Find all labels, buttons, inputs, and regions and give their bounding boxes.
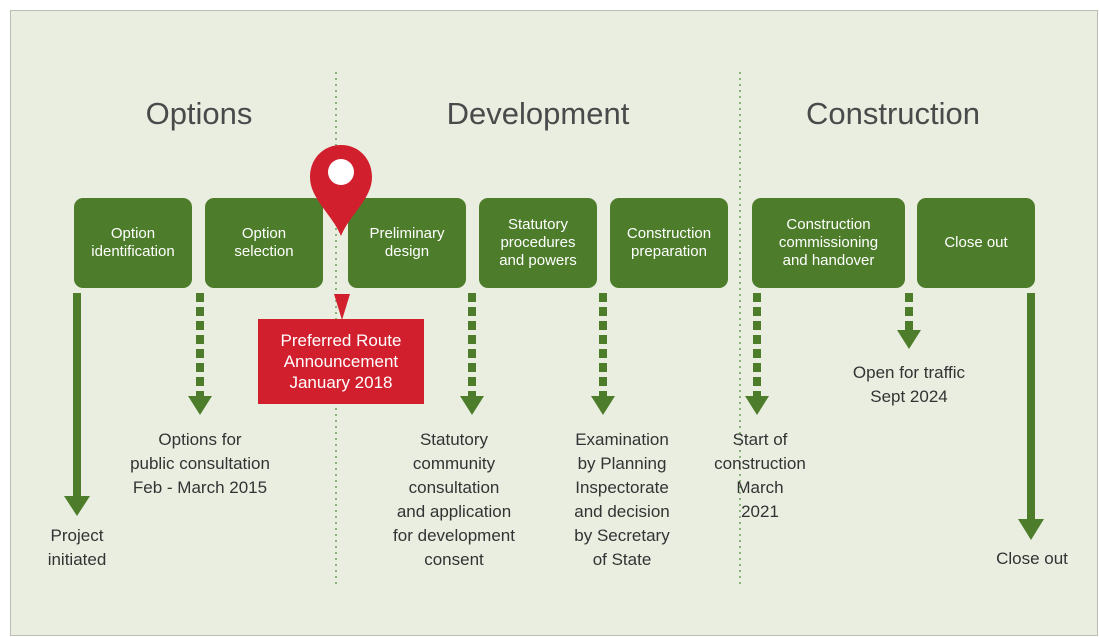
box-preliminary-design: Preliminary design bbox=[348, 198, 466, 288]
box-statutory-procedures-label: Statutory procedures and powers bbox=[499, 216, 577, 269]
milestone-preferred-route: Preferred Route Announcement January 201… bbox=[258, 319, 424, 404]
box-option-selection: Option selection bbox=[205, 198, 323, 288]
label-start-construction: Start of construction March 2021 bbox=[714, 430, 806, 521]
timeline-diagram bbox=[10, 10, 1098, 636]
box-construction-preparation: Construction preparation bbox=[610, 198, 728, 288]
label-close-out: Close out bbox=[996, 549, 1068, 568]
box-construction-commissioning: Construction commissioning and handover bbox=[752, 198, 905, 288]
box-option-selection-label: Option selection bbox=[234, 225, 294, 260]
phase-options-title: Options bbox=[145, 96, 253, 131]
box-statutory-procedures: Statutory procedures and powers bbox=[479, 198, 597, 288]
phase-construction-title: Construction bbox=[805, 96, 981, 131]
label-examination: Examination by Planning Inspectorate and… bbox=[574, 430, 670, 569]
box-close-out-label: Close out bbox=[944, 234, 1008, 251]
label-statutory-consultation: Statutory community consultation and app… bbox=[393, 430, 515, 569]
label-open-traffic: Open for traffic Sept 2024 bbox=[852, 363, 966, 406]
box-option-identification-label: Option identification bbox=[91, 225, 175, 260]
box-construction-preparation-label: Construction preparation bbox=[626, 225, 712, 260]
box-close-out: Close out bbox=[917, 198, 1035, 288]
phase-development-title: Development bbox=[446, 96, 630, 131]
box-option-identification: Option identification bbox=[74, 198, 192, 288]
label-project-initiated: Project initiated bbox=[47, 526, 107, 569]
box-construction-commissioning-label: Construction commissioning and handover bbox=[778, 216, 879, 269]
box-preliminary-design-label: Preliminary design bbox=[369, 225, 445, 260]
label-public-consultation: Options for public consultation Feb - Ma… bbox=[130, 430, 270, 497]
